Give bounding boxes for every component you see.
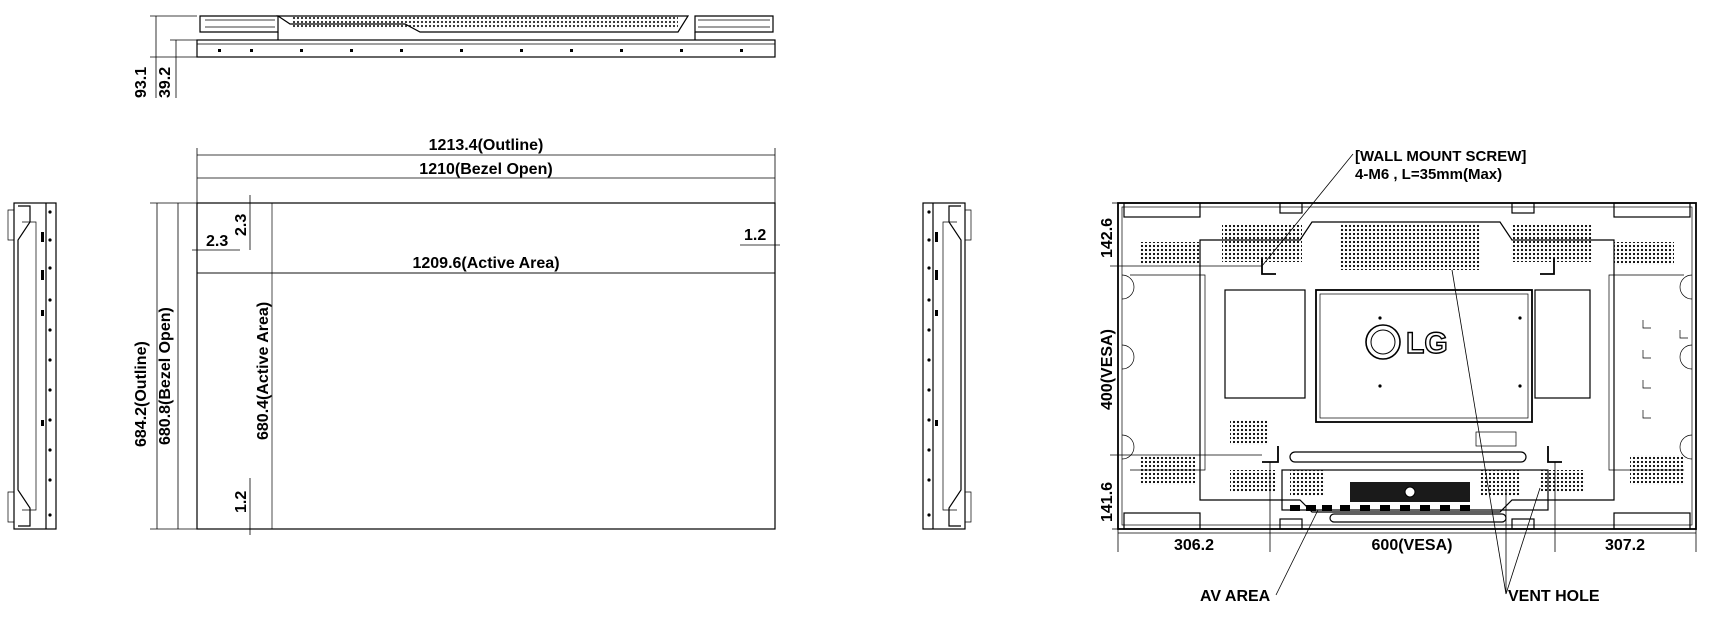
rear-bracket-bl bbox=[1123, 512, 1201, 530]
front-outline bbox=[196, 202, 776, 530]
dim-bottom-margin: 1.2 bbox=[233, 491, 250, 513]
left-side-view bbox=[7, 202, 57, 530]
vent-hole-leader-3 bbox=[1505, 487, 1541, 595]
wall-mount-leader bbox=[1261, 153, 1354, 267]
top-right-bracket bbox=[694, 15, 774, 33]
dim-body-depth: 39.2 bbox=[157, 67, 174, 98]
lg-logo-text: LG bbox=[1406, 327, 1448, 360]
rear-handle-top bbox=[1289, 451, 1527, 463]
right-side-view bbox=[922, 202, 972, 530]
front-view: 1213.4(Outline) 1210(Bezel Open) 1209.6(… bbox=[133, 137, 780, 535]
rear-sticker bbox=[1475, 431, 1517, 447]
dim-top-margin: 2.3 bbox=[233, 214, 250, 236]
wall-mount-title: [WALL MOUNT SCREW] bbox=[1355, 148, 1526, 165]
wall-mount-screw-tl bbox=[1261, 258, 1276, 275]
top-vent bbox=[276, 15, 690, 33]
rear-center-plate bbox=[1315, 289, 1533, 423]
dim-bottom: 141.6 bbox=[1099, 482, 1116, 522]
dim-bezel-width: 1210(Bezel Open) bbox=[419, 161, 552, 178]
dim-left: 306.2 bbox=[1174, 537, 1214, 554]
dim-total-depth: 93.1 bbox=[133, 67, 150, 98]
top-view-body bbox=[196, 39, 776, 58]
av-area bbox=[1281, 469, 1549, 511]
top-view: 93.1 39.2 bbox=[133, 15, 776, 98]
dim-left-margin: 2.3 bbox=[206, 233, 228, 250]
rear-handle-bottom bbox=[1329, 513, 1507, 523]
dim-right: 307.2 bbox=[1605, 537, 1645, 554]
rear-view: LG bbox=[1099, 148, 1697, 605]
dim-active-height: 680.4(Active Area) bbox=[255, 302, 272, 440]
rear-bracket-tl bbox=[1123, 202, 1201, 218]
rear-inner-frame bbox=[1199, 221, 1615, 513]
dim-top: 142.6 bbox=[1099, 218, 1116, 258]
callout-vent-hole: VENT HOLE bbox=[1508, 588, 1600, 605]
dim-outline-width: 1213.4(Outline) bbox=[429, 137, 544, 154]
wall-mount-screw-br bbox=[1547, 446, 1562, 463]
dim-bezel-height: 680.8(Bezel Open) bbox=[157, 307, 174, 445]
rear-bracket-tr bbox=[1613, 202, 1691, 218]
av-area-leader bbox=[1275, 509, 1319, 596]
callout-av-area: AV AREA bbox=[1200, 588, 1271, 605]
wall-mount-screw-bl bbox=[1262, 446, 1279, 463]
vent-hole-regions bbox=[1140, 224, 1685, 496]
wall-mount-spec: 4-M6 , L=35mm(Max) bbox=[1355, 166, 1502, 183]
dim-vesa-horizontal: 600(VESA) bbox=[1372, 537, 1453, 554]
vent-hole-leader-1 bbox=[1451, 269, 1507, 595]
left-side-body bbox=[13, 202, 57, 530]
dim-outline-height: 684.2(Outline) bbox=[133, 341, 150, 447]
rear-right-panel bbox=[1534, 289, 1591, 399]
rear-bracket-br bbox=[1613, 512, 1691, 530]
top-left-bracket bbox=[199, 15, 279, 33]
right-side-body bbox=[922, 202, 966, 530]
dim-right-margin: 1.2 bbox=[744, 227, 766, 244]
rear-left-panel bbox=[1224, 289, 1306, 399]
dim-active-width: 1209.6(Active Area) bbox=[412, 255, 559, 272]
wall-mount-screw-tr bbox=[1540, 258, 1555, 275]
dim-vesa-vertical: 400(VESA) bbox=[1099, 329, 1116, 410]
